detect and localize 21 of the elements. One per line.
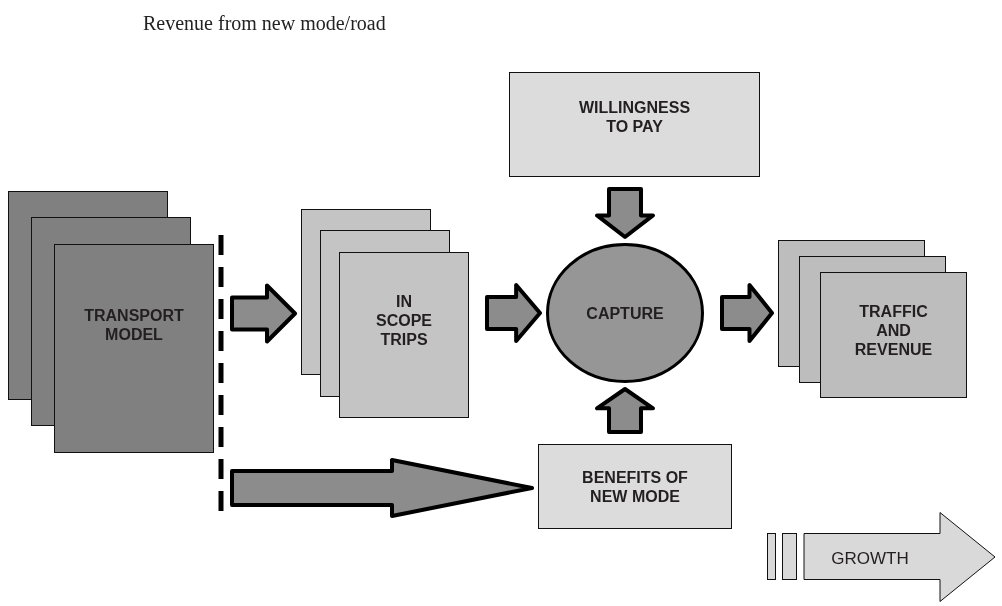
node-label: TRANSPORT MODEL [83,306,185,344]
document-stack [778,240,967,398]
node-label: BENEFITS OF NEW MODE [581,468,689,506]
title: Revenue from new mode/road [143,12,386,35]
block-arrow [230,283,297,344]
block-arrow [595,387,655,434]
block-arrow [720,283,774,343]
process-ellipse [546,243,704,383]
block-arrow [230,458,534,518]
block-arrow [595,187,655,239]
node-label: CAPTURE [586,303,664,323]
node-label: GROWTH [831,548,909,568]
block-arrow [485,283,542,343]
process-box [538,444,732,529]
document-stack [301,209,469,418]
node-label: IN SCOPE TRIPS [375,291,433,349]
node-label: TRAFFIC AND REVENUE [853,301,934,359]
growth-arrow [767,512,997,603]
node-label: WILLINGNESS TO PAY [577,98,692,136]
document-stack [8,191,214,453]
process-box [509,72,760,177]
